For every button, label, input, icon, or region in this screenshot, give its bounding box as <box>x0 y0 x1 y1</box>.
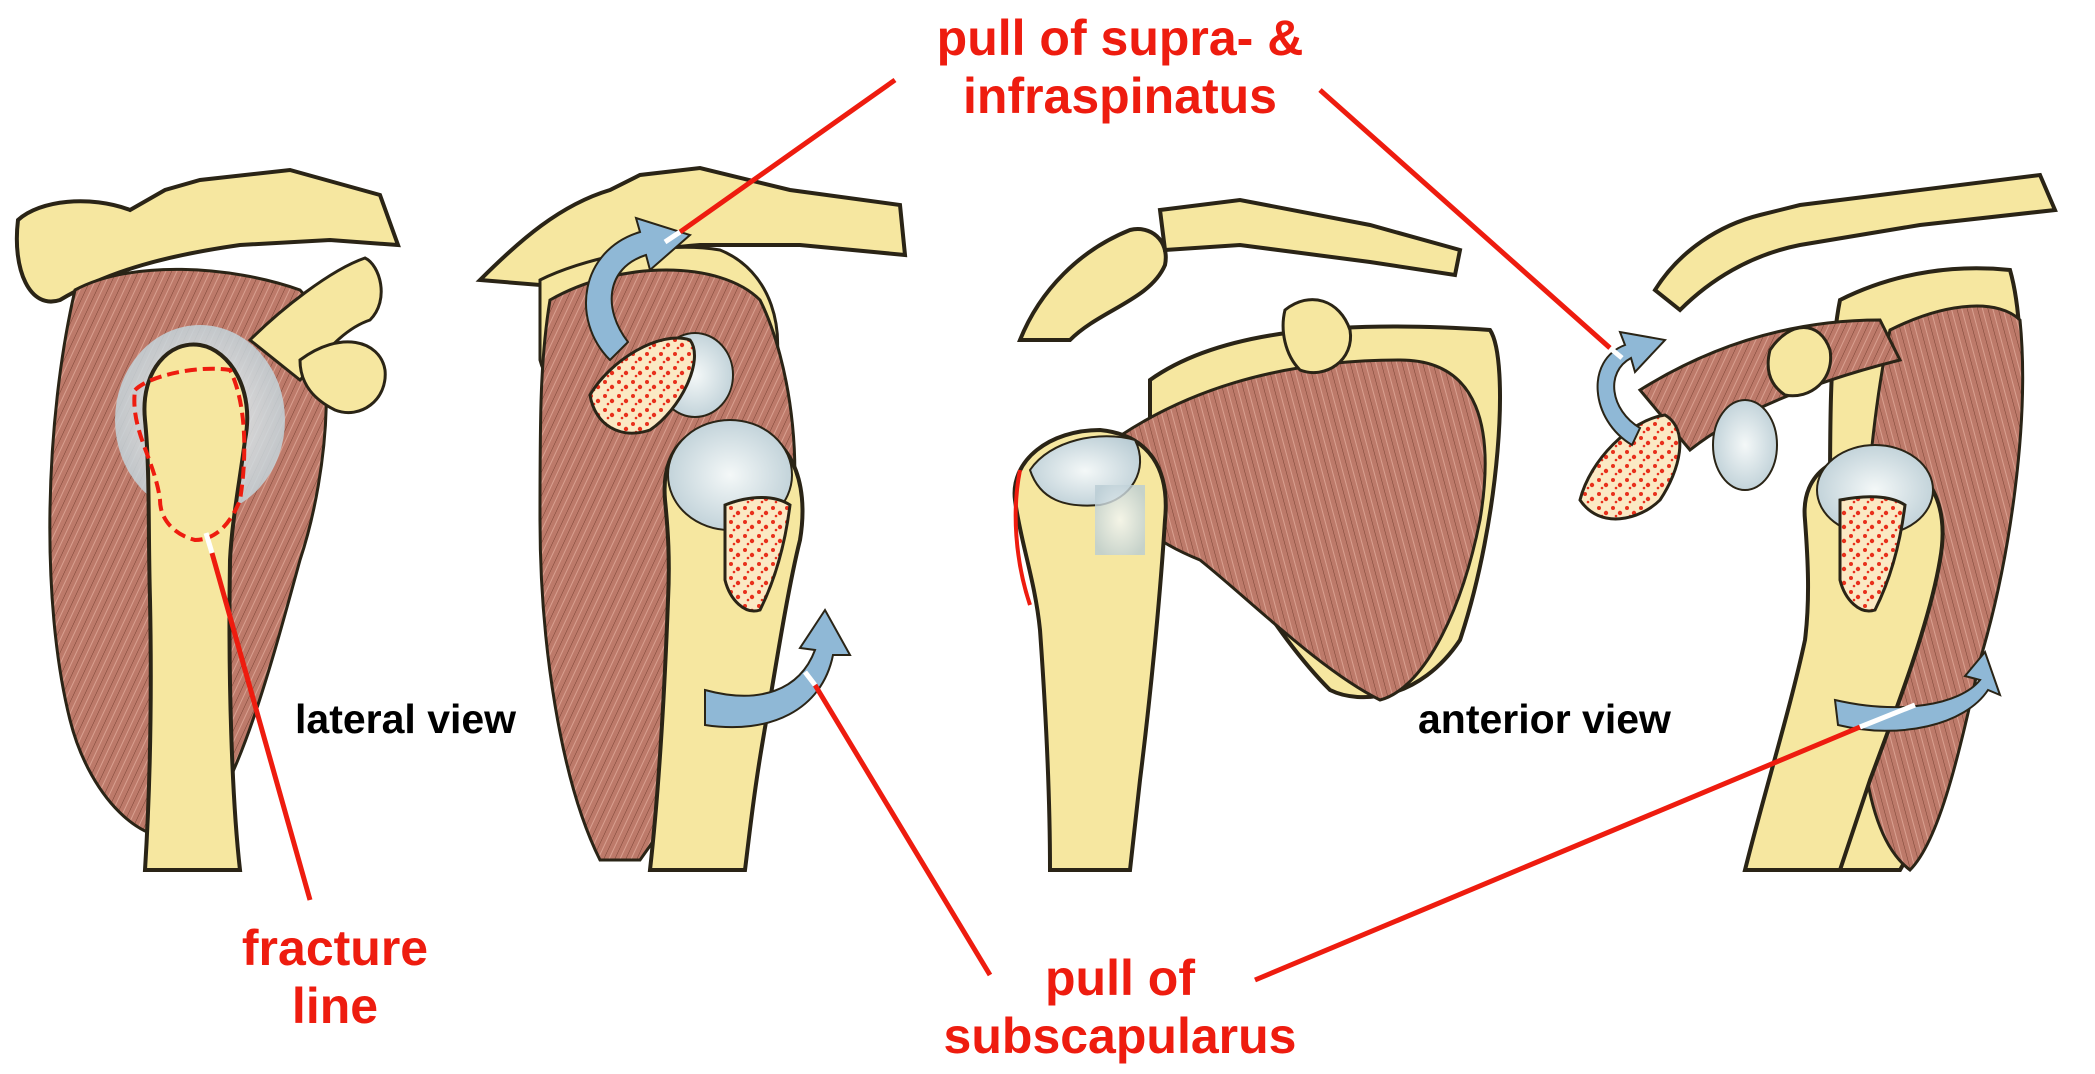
label-supra-line2: infraspinatus <box>900 68 1340 126</box>
label-subscapularus: pull of subscapularus <box>900 950 1340 1065</box>
clavicle-3 <box>1020 229 1166 340</box>
leader-supra-anterior <box>1320 90 1610 348</box>
label-fracture-line2: line <box>215 978 455 1036</box>
glenoid-4 <box>1713 400 1777 490</box>
label-supra-infraspinatus: pull of supra- & infraspinatus <box>900 10 1340 125</box>
panel-anterior-left <box>1015 200 1500 870</box>
coracoid-3 <box>1283 300 1350 373</box>
label-lateral-view: lateral view <box>295 696 516 743</box>
label-fracture-line: fracture line <box>215 920 455 1035</box>
label-subscap-line2: subscapularus <box>900 1008 1340 1066</box>
label-supra-line1: pull of supra- & <box>900 10 1340 68</box>
lesser-tuberosity-3 <box>1095 485 1145 555</box>
label-fracture-line1: fracture <box>215 920 455 978</box>
leader-subscap-lateral <box>815 685 990 975</box>
panel-lateral <box>480 168 905 870</box>
label-subscap-line1: pull of <box>900 950 1340 1008</box>
label-anterior-view: anterior view <box>1418 696 1671 743</box>
panel-posterior <box>17 170 398 870</box>
panel-anterior-right <box>1580 175 2055 870</box>
clavicle-3b <box>1160 200 1460 275</box>
